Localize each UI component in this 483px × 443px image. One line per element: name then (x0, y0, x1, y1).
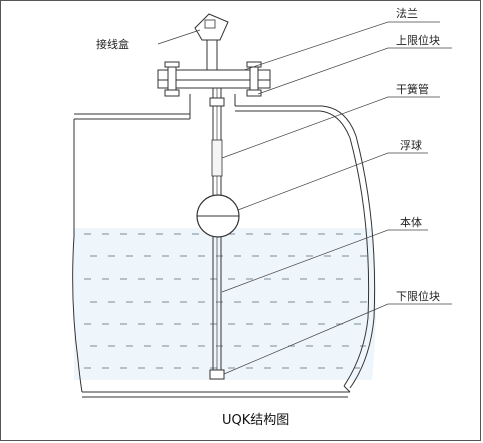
label-lower-limit: 下限位块 (396, 289, 440, 303)
label-flange: 法兰 (396, 6, 418, 20)
label-reed-pipe: 干簧管 (396, 82, 429, 96)
label-junction-box: 接线盒 (96, 37, 129, 51)
leader-lines (157, 21, 452, 375)
diagram-caption: UQK结构图 (222, 413, 289, 428)
float-ball (196, 194, 240, 238)
label-body: 本体 (400, 215, 422, 229)
tank (72, 94, 376, 398)
label-float: 浮球 (400, 138, 422, 152)
liquid-region (74, 228, 376, 380)
junction-box (194, 13, 229, 71)
label-upper-limit: 上限位块 (396, 33, 440, 47)
liquid-lines (84, 233, 372, 369)
